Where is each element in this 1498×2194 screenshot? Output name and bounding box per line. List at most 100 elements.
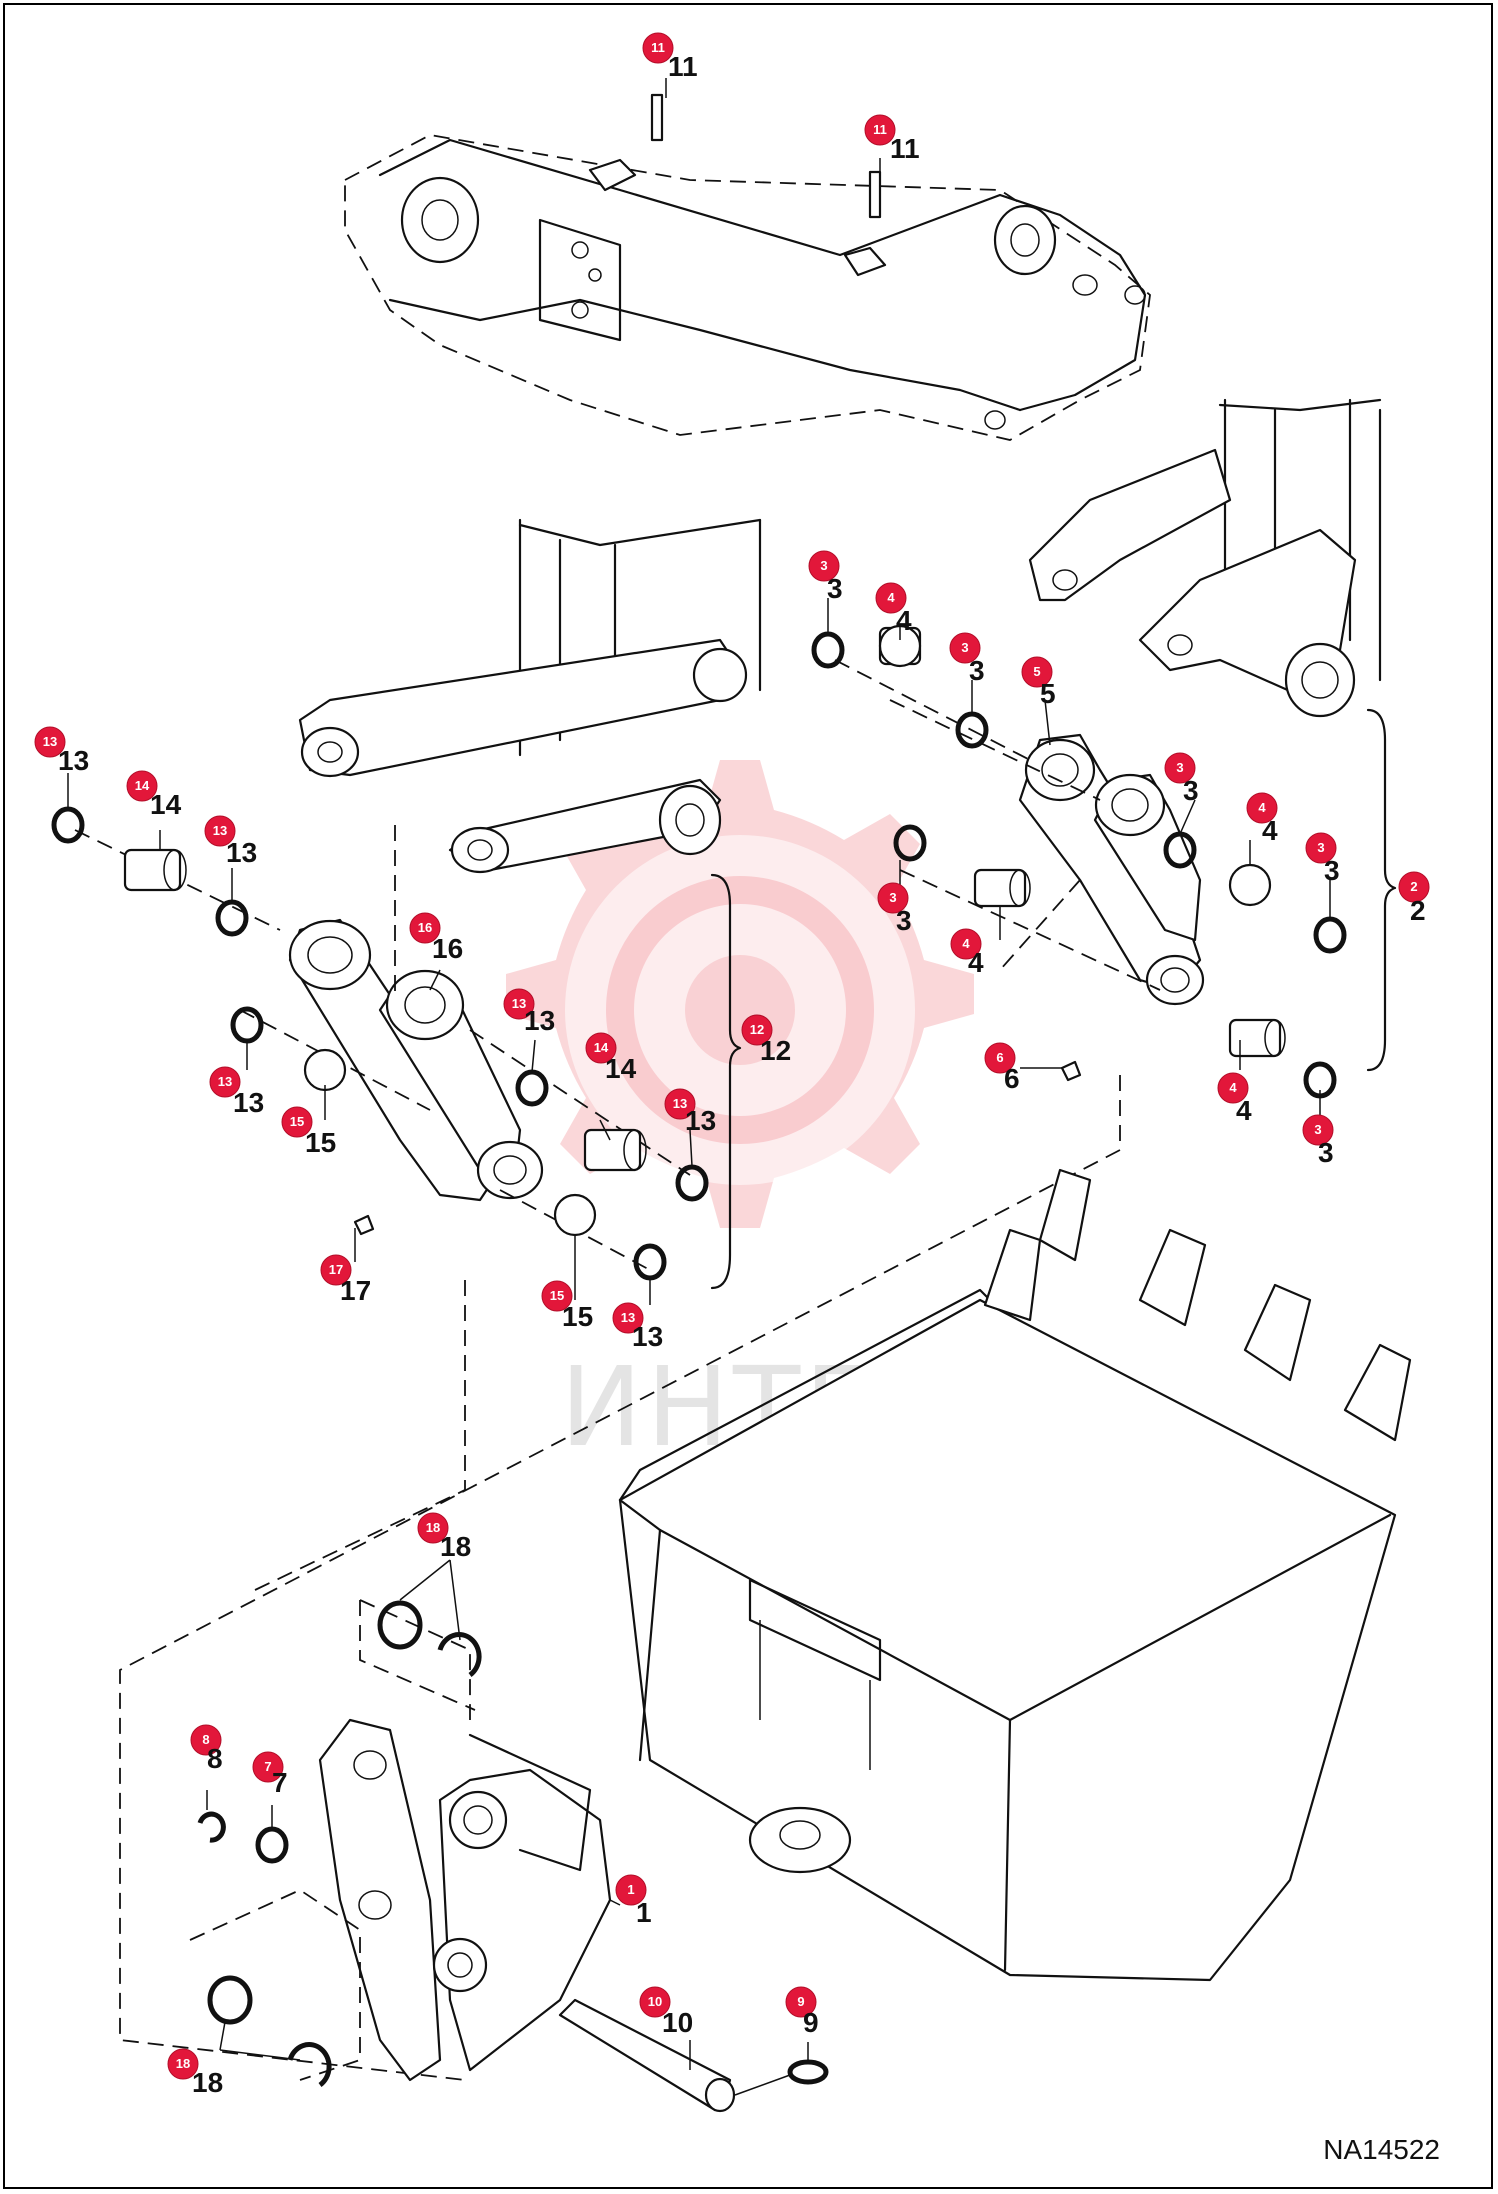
svg-text:4: 4 [962,936,970,951]
left-upper-arm [298,518,762,874]
svg-text:2: 2 [1410,895,1426,926]
coupler [189,1599,612,2082]
svg-text:6: 6 [1004,1063,1020,1094]
callout-3c: 33 [1164,752,1199,806]
svg-text:15: 15 [550,1288,564,1303]
svg-text:10: 10 [648,1994,662,2009]
svg-text:15: 15 [562,1301,593,1332]
svg-text:12: 12 [760,1035,791,1066]
svg-text:17: 17 [340,1275,371,1306]
leader-lines [67,78,1331,2070]
svg-text:3: 3 [1318,1137,1334,1168]
callout-4c: 44 [950,928,984,978]
brace-assembly-2 [1366,708,1397,1072]
guide-lines [119,825,1121,2081]
svg-text:13: 13 [43,734,57,749]
figure-id: NA14522 [1323,2134,1440,2165]
callout-8: 88 [190,1724,223,1774]
svg-text:18: 18 [176,2056,190,2071]
svg-text:3: 3 [889,890,896,905]
svg-text:13: 13 [685,1105,716,1136]
svg-text:3: 3 [969,655,985,686]
svg-text:3: 3 [1176,760,1183,775]
svg-text:14: 14 [150,789,182,820]
svg-text:13: 13 [512,996,526,1011]
svg-text:9: 9 [797,1994,804,2009]
svg-text:4: 4 [896,605,912,636]
callout-2: 22 [1398,871,1430,926]
svg-text:8: 8 [207,1743,223,1774]
svg-text:4: 4 [887,590,895,605]
svg-text:3: 3 [827,573,843,604]
right-upper-arm [1028,398,1382,718]
svg-text:5: 5 [1033,664,1040,679]
svg-text:13: 13 [673,1096,687,1111]
diagram-frame [3,3,1493,2189]
bucket [618,1168,1412,1982]
svg-text:13: 13 [632,1321,663,1352]
svg-text:14: 14 [135,778,150,793]
svg-text:16: 16 [418,920,432,935]
svg-text:7: 7 [272,1767,288,1798]
callout-7: 77 [252,1751,288,1798]
svg-text:10: 10 [662,2007,693,2038]
svg-text:4: 4 [968,947,984,978]
callout-3b: 33 [949,632,985,686]
callout-9: 99 [785,1986,819,2038]
svg-text:13: 13 [213,823,227,838]
svg-text:15: 15 [305,1127,336,1158]
svg-text:13: 13 [524,1005,555,1036]
bushings-group-2 [811,624,1347,1099]
link-assembly-12 [74,829,691,1271]
svg-text:13: 13 [58,745,89,776]
watermark-gear-icon [506,760,974,1228]
svg-text:3: 3 [820,558,827,573]
svg-text:16: 16 [432,933,463,964]
svg-text:12: 12 [750,1022,764,1037]
callout-4a: 44 [875,582,912,636]
boom-arm [344,93,1151,441]
svg-text:4: 4 [1258,800,1266,815]
svg-text:5: 5 [1040,678,1056,709]
bushings-group-12 [51,806,709,1281]
callout-5: 55 [1021,656,1056,709]
callout-4d: 44 [1217,1072,1252,1126]
svg-text:11: 11 [890,133,920,164]
svg-text:14: 14 [605,1053,637,1084]
svg-text:14: 14 [594,1040,609,1055]
svg-text:17: 17 [329,1262,343,1277]
svg-text:7: 7 [264,1759,271,1774]
callout-6: 66 [984,1042,1020,1094]
link-assembly-2 [834,659,1205,1006]
svg-text:18: 18 [426,1520,440,1535]
svg-text:18: 18 [192,2067,223,2098]
svg-text:3: 3 [961,640,968,655]
svg-text:8: 8 [202,1732,209,1747]
svg-text:13: 13 [218,1074,232,1089]
brace-assembly-12 [710,873,742,1290]
callout-3f: 33 [1302,1114,1334,1168]
svg-text:3: 3 [1314,1122,1321,1137]
pin-10 [558,1998,829,2113]
svg-text:13: 13 [233,1087,264,1118]
callout-3d: 33 [1305,832,1340,886]
svg-text:3: 3 [896,905,912,936]
svg-text:11: 11 [873,122,887,137]
